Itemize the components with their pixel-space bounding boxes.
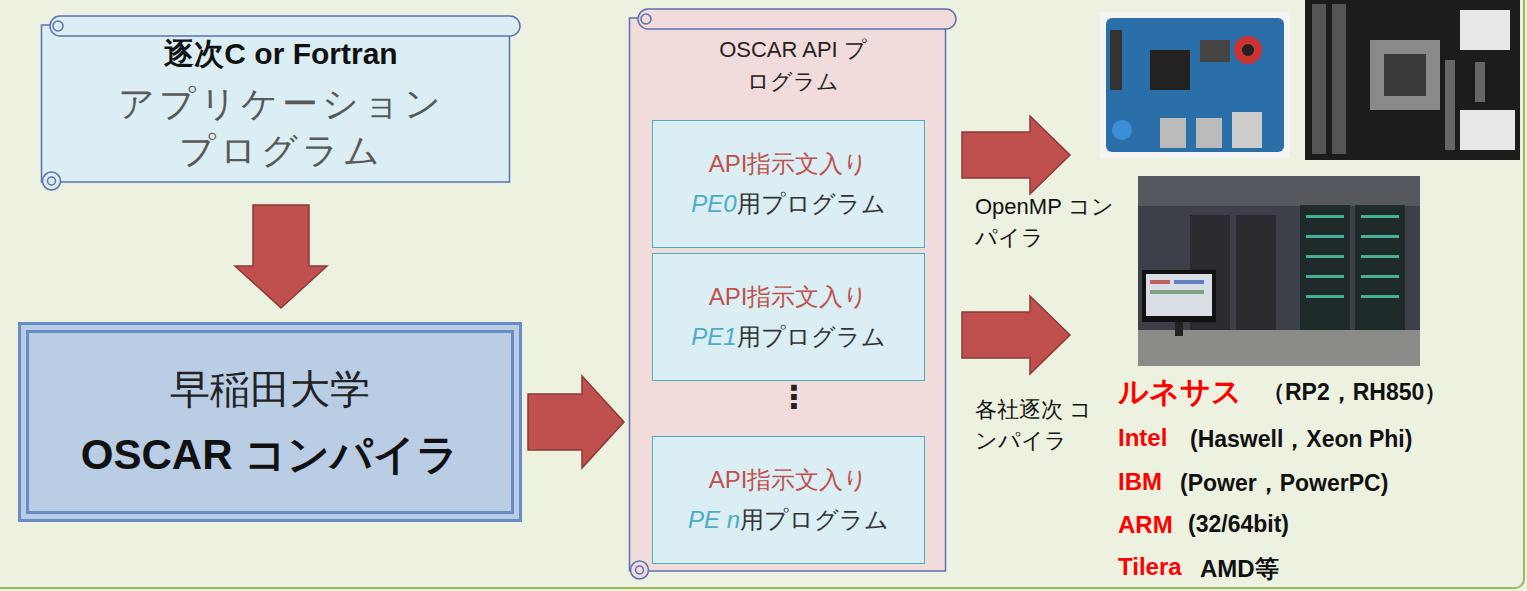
- text-line: PE0用プログラム: [691, 188, 885, 220]
- scroll-part: [48, 177, 56, 185]
- program-text: 用プログラム: [737, 323, 886, 350]
- vendor-name: Tilera: [1118, 553, 1182, 581]
- instruction-text: API指示文入り: [709, 464, 869, 496]
- scroll-part: [630, 18, 946, 571]
- scroll-part: [42, 25, 510, 182]
- vendor-name: AMD等: [1200, 553, 1279, 585]
- vendor-products: (32/64bit): [1188, 511, 1289, 538]
- pe-program-box: API指示文入り PE n用プログラム: [652, 436, 925, 564]
- vendor-name: Intel: [1118, 424, 1167, 452]
- heading-text: 早稲田大学: [170, 362, 370, 417]
- scroll-part: [641, 14, 651, 24]
- text-line: PE1用プログラム: [691, 321, 885, 353]
- scroll-part: [638, 9, 956, 29]
- program-text: 用プログラム: [737, 190, 886, 217]
- pe-program-box: API指示文入り PE0用プログラム: [652, 120, 925, 248]
- body-text: OSCAR コンパイラ: [81, 427, 459, 483]
- vendor-products: （RP2，RH850）: [1262, 377, 1447, 408]
- text-line: PE n用プログラム: [688, 504, 889, 536]
- output-scroll: OSCAR API プログラムAPI指示文入りPE0用プログラムAPI指示文入り…: [628, 8, 958, 582]
- vendor-products: (Power，PowerPC): [1180, 468, 1388, 499]
- scroll-part: [631, 561, 649, 579]
- vendor-name: ARM: [1118, 511, 1173, 539]
- scroll-part: [53, 21, 63, 31]
- scroll-part: [43, 172, 61, 190]
- block-arrow: [962, 116, 1070, 194]
- motherboard-photo: [1305, 0, 1520, 160]
- scroll-part: [50, 16, 520, 36]
- block-arrow: [528, 376, 624, 468]
- instruction-text: API指示文入り: [709, 281, 869, 313]
- pe-name: PE n: [688, 506, 740, 533]
- pe-program-box: API指示文入り PE1用プログラム: [652, 253, 925, 381]
- title-text: OSCAR API プログラム: [718, 34, 868, 98]
- heading-text: 逐次C or Fortran: [164, 34, 397, 75]
- block-arrow: [962, 296, 1070, 374]
- compiler-label: 各社逐次 コンパイラ: [975, 395, 1095, 457]
- compiler-label: OpenMP コンパイラ: [975, 192, 1115, 254]
- instruction-text: API指示文入り: [709, 148, 869, 180]
- input-scroll: 逐次C or Fortran アプリケーション プログラム: [40, 15, 522, 193]
- scroll-part: [636, 566, 644, 574]
- body-text: アプリケーション プログラム: [109, 81, 454, 175]
- ellipsis: ⋮: [778, 378, 810, 416]
- pe-name: PE1: [691, 323, 736, 350]
- pe-name: PE0: [691, 190, 736, 217]
- datacenter-photo: [1138, 176, 1420, 366]
- vendor-name: IBM: [1118, 468, 1162, 496]
- block-arrow: [235, 205, 327, 308]
- vendor-name: ルネサス: [1118, 372, 1242, 413]
- program-text: 用プログラム: [740, 506, 889, 533]
- board-photo: [1100, 12, 1290, 158]
- vendor-products: (Haswell，Xeon Phi): [1190, 424, 1412, 455]
- scroll-title: OSCAR API プログラム: [628, 34, 958, 98]
- compiler-box: 早稲田大学 OSCAR コンパイラ: [18, 322, 522, 522]
